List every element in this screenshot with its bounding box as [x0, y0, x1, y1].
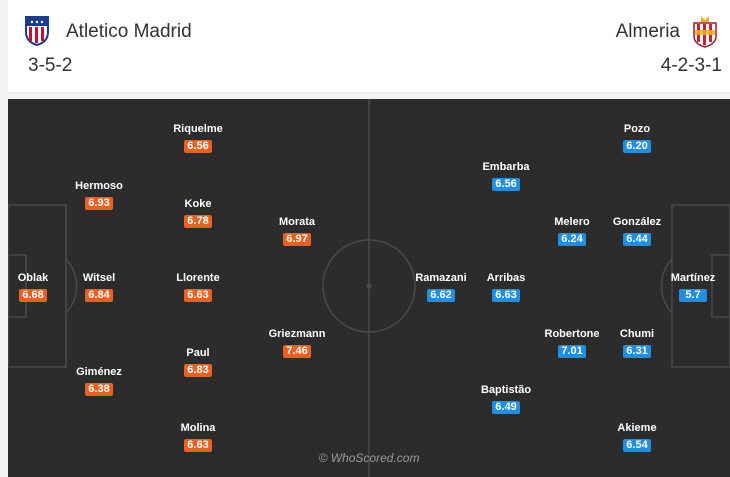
- away-player-gonzalez[interactable]: González 6.44: [602, 215, 672, 247]
- player-rating: 6.63: [184, 289, 212, 302]
- away-player-baptistao[interactable]: Baptistão 6.49: [471, 383, 541, 415]
- player-rating: 6.56: [492, 178, 520, 191]
- player-name: Molina: [180, 422, 216, 434]
- player-name: Akieme: [617, 422, 657, 434]
- home-player-oblak[interactable]: Oblak 6.68: [8, 271, 68, 303]
- player-rating: 6.93: [85, 197, 113, 210]
- home-player-morata[interactable]: Morata 6.97: [262, 215, 332, 247]
- player-rating: 7.46: [283, 345, 311, 358]
- away-player-melero[interactable]: Melero 6.24: [537, 215, 607, 247]
- player-rating: 6.83: [184, 364, 212, 377]
- player-name: Riquelme: [173, 123, 223, 135]
- pitch-markings: [8, 99, 730, 477]
- player-rating: 6.62: [427, 289, 455, 302]
- home-player-paul[interactable]: Paul 6.83: [163, 346, 233, 378]
- player-rating: 6.54: [623, 439, 651, 452]
- player-name: González: [612, 216, 662, 228]
- home-player-llorente[interactable]: Llorente 6.63: [163, 271, 233, 303]
- home-player-koke[interactable]: Koke 6.78: [163, 197, 233, 229]
- player-name: Morata: [278, 216, 316, 228]
- player-name: Embarba: [482, 161, 530, 173]
- player-rating: 6.49: [492, 401, 520, 414]
- away-formation: 4-2-3-1: [660, 55, 722, 76]
- player-rating: 6.84: [85, 289, 113, 302]
- player-rating: 6.56: [184, 140, 212, 153]
- away-player-arribas[interactable]: Arribas 6.63: [471, 271, 541, 303]
- player-name: Griezmann: [268, 328, 326, 340]
- player-rating: 6.44: [623, 233, 651, 246]
- away-player-robertone[interactable]: Robertone 7.01: [537, 327, 607, 359]
- home-player-griezmann[interactable]: Griezmann 7.46: [262, 327, 332, 359]
- home-player-molina[interactable]: Molina 6.63: [163, 421, 233, 453]
- away-player-martinez[interactable]: Martínez 5.7: [658, 271, 728, 303]
- away-player-pozo[interactable]: Pozo 6.20: [602, 122, 672, 154]
- home-player-riquelme[interactable]: Riquelme 6.56: [163, 122, 233, 154]
- player-rating: 6.68: [19, 289, 47, 302]
- player-name: Martínez: [670, 272, 716, 284]
- match-header: Atletico Madrid 3-5-2 Almeria 4-2-3-1: [8, 0, 730, 93]
- player-rating: 6.78: [184, 215, 212, 228]
- away-team-name[interactable]: Almeria: [615, 21, 680, 42]
- away-player-chumi[interactable]: Chumi 6.31: [602, 327, 672, 359]
- atletico-madrid-crest-icon: [25, 16, 49, 46]
- player-name: Paul: [186, 347, 210, 359]
- player-name: Melero: [554, 216, 590, 228]
- pitch: Oblak 6.68 Hermoso 6.93 Witsel 6.84 Gimé…: [8, 99, 730, 477]
- player-rating: 6.97: [283, 233, 311, 246]
- away-player-akieme[interactable]: Akieme 6.54: [602, 421, 672, 453]
- away-player-embarba[interactable]: Embarba 6.56: [471, 160, 541, 192]
- player-name: Oblak: [17, 272, 49, 284]
- player-name: Hermoso: [75, 180, 123, 192]
- away-player-ramazani[interactable]: Ramazani 6.62: [406, 271, 476, 303]
- player-rating: 6.31: [623, 345, 651, 358]
- player-name: Robertone: [544, 328, 600, 340]
- player-name: Chumi: [619, 328, 655, 340]
- player-rating: 7.01: [558, 345, 586, 358]
- almeria-crest-icon: [693, 16, 717, 48]
- player-name: Ramazani: [415, 272, 467, 284]
- player-rating: 6.63: [184, 439, 212, 452]
- player-rating: 6.20: [623, 140, 651, 153]
- home-formation: 3-5-2: [28, 55, 73, 76]
- player-rating: 6.38: [85, 383, 113, 396]
- player-name: Koke: [184, 198, 212, 210]
- player-name: Llorente: [176, 272, 220, 284]
- home-player-gimenez[interactable]: Giménez 6.38: [64, 365, 134, 397]
- player-rating: 6.63: [492, 289, 520, 302]
- home-player-witsel[interactable]: Witsel 6.84: [64, 271, 134, 303]
- player-rating: 5.7: [679, 289, 707, 302]
- player-rating: 6.24: [558, 233, 586, 246]
- player-name: Giménez: [76, 366, 122, 378]
- player-name: Pozo: [623, 123, 651, 135]
- player-name: Witsel: [82, 272, 116, 284]
- home-team-name[interactable]: Atletico Madrid: [66, 21, 192, 42]
- home-player-hermoso[interactable]: Hermoso 6.93: [64, 179, 134, 211]
- player-name: Arribas: [486, 272, 526, 284]
- watermark: © WhoScored.com: [318, 451, 420, 465]
- player-name: Baptistão: [480, 384, 532, 396]
